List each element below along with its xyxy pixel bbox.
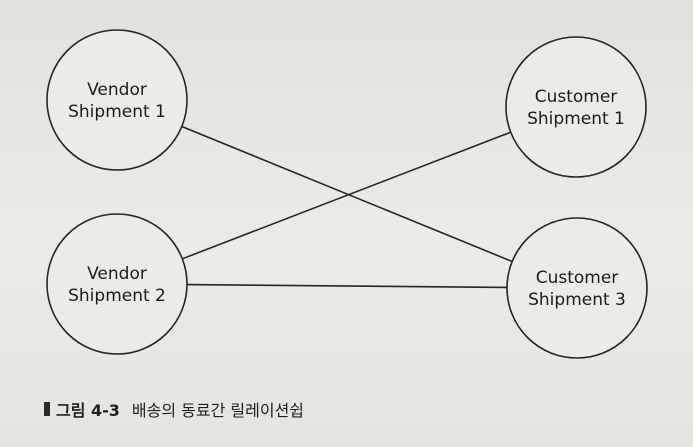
figure-caption: 그림 4-3 배송의 동료간 릴레이션쉽 xyxy=(44,397,304,421)
entity-circle xyxy=(505,36,647,178)
caption-text: 배송의 동료간 릴레이션쉽 xyxy=(131,401,305,420)
entity-label-line: Vendor xyxy=(87,264,147,284)
entity-circle xyxy=(46,213,188,355)
relationship-line-vendor-2-to-customer-1 xyxy=(182,131,511,260)
entity-label-line: Shipment 3 xyxy=(528,290,626,310)
entity-circle xyxy=(506,217,648,359)
caption-marker xyxy=(44,402,50,416)
relationship-line-vendor-1-to-customer-3 xyxy=(181,125,513,263)
entity-label-line: Shipment 2 xyxy=(68,286,166,306)
entity-label-line: Vendor xyxy=(87,80,147,100)
entity-label-line: Customer xyxy=(535,87,618,107)
entity-label-line: Shipment 1 xyxy=(68,102,166,122)
entity-label-line: Shipment 1 xyxy=(527,109,625,129)
relationship-line-vendor-2-to-customer-3 xyxy=(186,283,508,289)
entity-circle xyxy=(46,29,188,171)
caption-label: 그림 4-3 xyxy=(56,401,120,420)
relationship-lines xyxy=(181,125,513,289)
entity-label-line: Customer xyxy=(536,268,619,288)
